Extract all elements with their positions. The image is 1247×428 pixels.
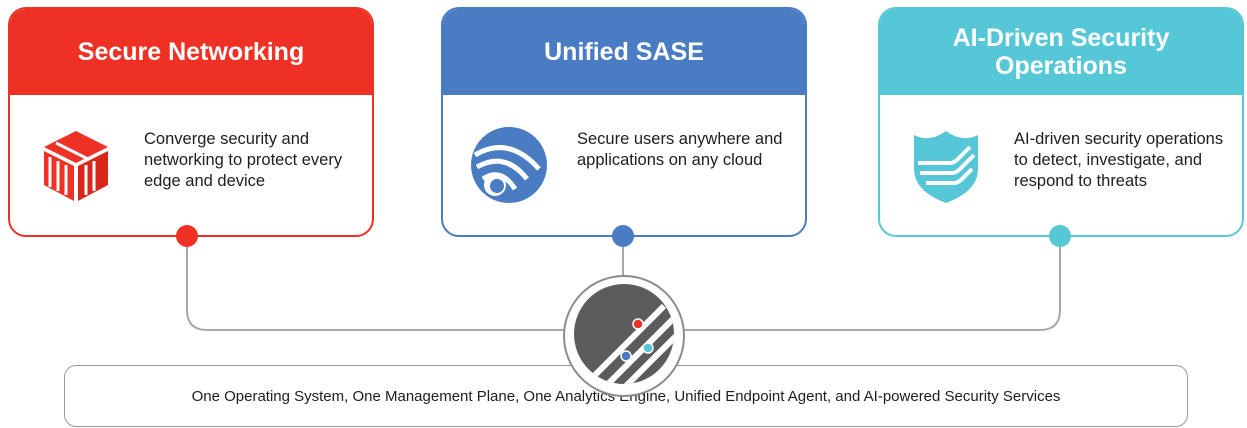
card-title: Unified SASE — [443, 9, 805, 95]
connector-right — [680, 237, 1061, 331]
connector-dot-red — [176, 225, 198, 247]
card-description: AI-driven security operations to detect,… — [1014, 130, 1224, 190]
connector-dot-blue — [612, 225, 634, 247]
connector-dot-teal — [1049, 225, 1071, 247]
shield-icon — [906, 125, 986, 205]
platform-hub — [563, 275, 685, 397]
card-title: Secure Networking — [10, 9, 372, 95]
card-title: AI-Driven Security Operations — [880, 9, 1242, 95]
card-unified-sase: Unified SASE Secure users anywhere and a… — [441, 7, 807, 237]
connector-left — [186, 237, 570, 331]
sase-signal-icon — [469, 125, 549, 205]
secure-networking-cube-icon — [36, 125, 116, 205]
card-ai-security-operations: AI-Driven Security Operations AI-driven … — [878, 7, 1244, 237]
platform-hub-icon — [572, 282, 676, 391]
card-description: Converge security and networking to prot… — [144, 130, 343, 190]
card-description: Secure users anywhere and applications o… — [577, 130, 783, 169]
card-secure-networking: Secure Networking Converge security and … — [8, 7, 374, 237]
